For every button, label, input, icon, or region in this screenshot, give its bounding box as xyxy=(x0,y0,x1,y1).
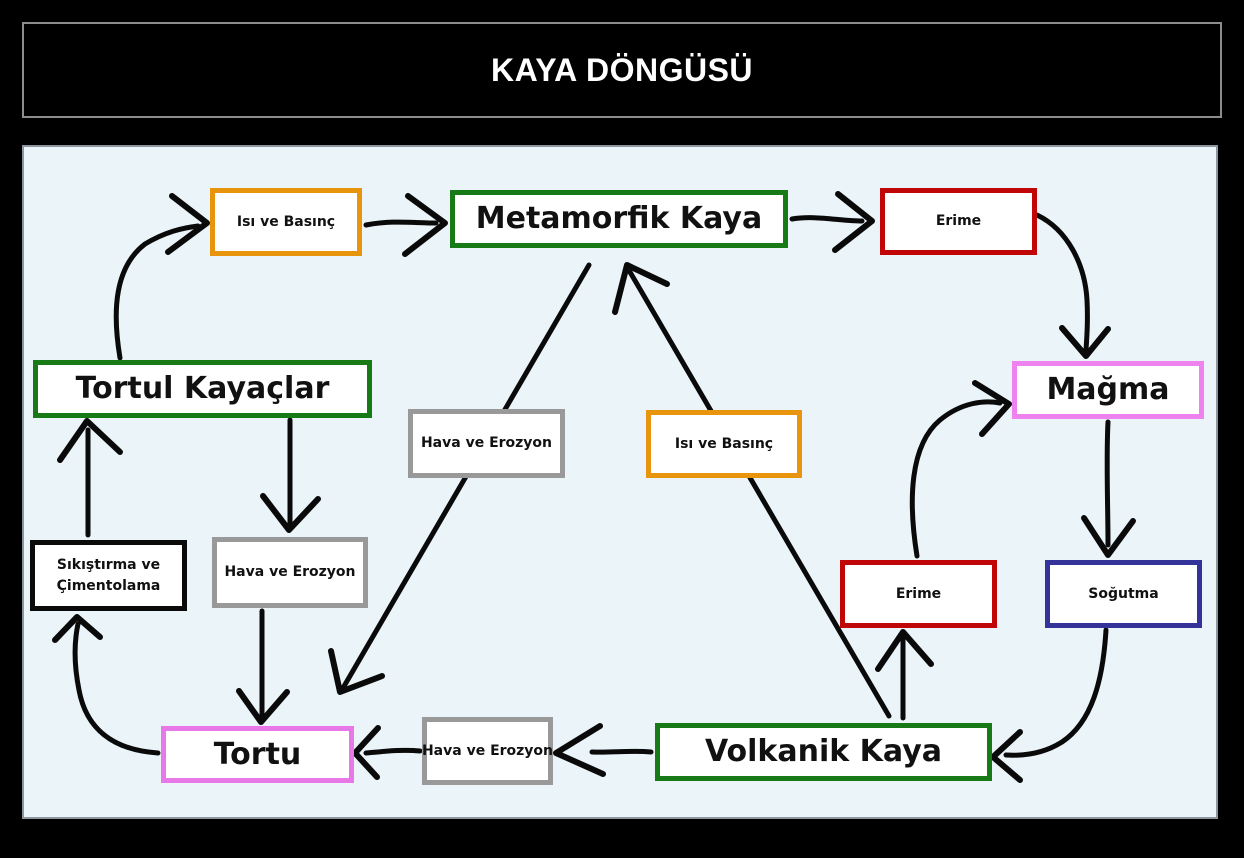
arrow-line-tortu-to-sikistirma xyxy=(72,621,161,756)
node-tortul-kayaclar: Tortul Kayaçlar xyxy=(33,360,372,418)
arrow-head-tortul-to-hava-left xyxy=(260,493,321,533)
node-label-hava-ve-erozyon-bottom: Hava ve Erozyon xyxy=(421,742,554,759)
arrow-magma-to-sogutma xyxy=(1081,419,1136,558)
node-sogutma: Soğutma xyxy=(1045,560,1202,628)
arrow-line-isi-basinc-1-to-metamorfik xyxy=(363,219,439,228)
node-label-magma: Mağma xyxy=(1046,372,1170,407)
arrow-hava-left-to-tortu xyxy=(236,608,290,725)
node-label-isi-ve-basinc-1: Isı ve Basınç xyxy=(236,213,336,230)
arrow-line-erime-1-to-magma xyxy=(1034,212,1090,353)
arrow-erime-1-to-magma xyxy=(1034,212,1111,359)
node-isi-ve-basinc-1: Isı ve Basınç xyxy=(210,188,362,256)
arrow-head-hava-bottom-to-tortu xyxy=(352,725,381,780)
node-label-volkanik-kaya: Volkanik Kaya xyxy=(704,734,943,769)
node-label-metamorfik-kaya: Metamorfik Kaya xyxy=(475,201,763,236)
arrow-head-volkanik-to-hava-bottom xyxy=(553,723,606,777)
arrow-head-volkanik-to-erime-2 xyxy=(875,629,934,672)
arrow-head-erime-1-to-magma xyxy=(1059,325,1111,359)
page-title: KAYA DÖNGÜSÜ xyxy=(490,51,754,88)
arrow-head-metamorfik-to-erime-1 xyxy=(832,191,875,253)
node-label-tortu: Tortu xyxy=(213,736,302,772)
arrow-erime-2-to-magma xyxy=(909,380,1012,559)
arrow-line-volkanik-to-hava-bottom xyxy=(589,748,654,755)
arrow-head-erime-2-to-magma xyxy=(972,380,1012,437)
node-label-erime-1: Erime xyxy=(935,213,982,230)
node-isi-ve-basinc-2: Isı ve Basınç xyxy=(646,410,802,478)
node-hava-ve-erozyon-bottom: Hava ve Erozyon xyxy=(422,717,553,785)
node-label-sogutma: Soğutma xyxy=(1088,585,1159,602)
node-label-hava-ve-erozyon-center: Hava ve Erozyon xyxy=(420,435,553,452)
node-label-erime-2: Erime xyxy=(895,585,942,602)
node-tortu: Tortu xyxy=(161,726,354,783)
arrow-head-magma-to-sogutma xyxy=(1081,515,1136,558)
node-label-sikistirma-ve-cimentolama: Sıkıştırma ve Çimentolama xyxy=(56,557,161,594)
arrow-hava-bottom-to-tortu xyxy=(352,725,423,780)
arrow-tortul-to-isi-basinc-1 xyxy=(113,193,210,361)
arrow-head-tortul-to-isi-basinc-1 xyxy=(165,193,210,255)
arrow-tortu-to-sikistirma xyxy=(52,614,161,756)
arrow-volkanik-to-metamorfik-via-isi-basinc-2 xyxy=(612,262,892,719)
title-bar: KAYA DÖNGÜSÜ xyxy=(22,22,1222,118)
arrow-line-magma-to-sogutma xyxy=(1104,419,1111,548)
arrow-line-metamorfik-to-erime-1 xyxy=(789,215,865,224)
node-erime-2: Erime xyxy=(840,560,997,628)
node-sikistirma-ve-cimentolama: Sıkıştırma ve Çimentolama xyxy=(30,540,187,611)
arrow-sikistirma-to-tortul xyxy=(57,418,123,538)
arrow-head-metamorfik-to-tortu-via-hava-center xyxy=(328,648,385,695)
node-label-hava-ve-erozyon-left: Hava ve Erozyon xyxy=(224,564,356,581)
arrow-head-sikistirma-to-tortul xyxy=(57,418,123,463)
arrow-head-isi-basinc-1-to-metamorfik xyxy=(402,193,448,257)
arrow-head-volkanik-to-metamorfik-via-isi-basinc-2 xyxy=(612,262,670,315)
node-hava-ve-erozyon-center: Hava ve Erozyon xyxy=(408,409,565,478)
arrow-sogutma-to-volkanik xyxy=(990,627,1109,783)
arrow-volkanik-to-erime-2 xyxy=(875,629,934,721)
arrow-head-sogutma-to-volkanik xyxy=(990,729,1023,783)
node-volkanik-kaya: Volkanik Kaya xyxy=(655,723,992,781)
arrow-head-hava-left-to-tortu xyxy=(236,688,290,725)
arrow-line-sogutma-to-volkanik xyxy=(1003,627,1109,758)
arrow-line-volkanik-to-metamorfik-via-isi-basinc-2 xyxy=(627,269,892,719)
arrow-line-erime-2-to-magma xyxy=(909,399,1003,559)
arrow-metamorfik-to-erime-1 xyxy=(789,191,875,253)
node-hava-ve-erozyon-left: Hava ve Erozyon xyxy=(212,537,368,608)
node-metamorfik-kaya: Metamorfik Kaya xyxy=(450,190,788,248)
arrow-tortul-to-hava-left xyxy=(260,417,321,533)
arrow-line-tortul-to-isi-basinc-1 xyxy=(113,223,201,361)
arrow-line-hava-bottom-to-tortu xyxy=(363,747,423,756)
node-erime-1: Erime xyxy=(880,188,1037,255)
node-label-isi-ve-basinc-2: Isı ve Basınç xyxy=(674,435,774,452)
arrow-head-tortu-to-sikistirma xyxy=(52,614,103,643)
arrow-isi-basinc-1-to-metamorfik xyxy=(363,193,448,257)
node-label-tortul-kayaclar: Tortul Kayaçlar xyxy=(75,371,330,406)
node-magma: Mağma xyxy=(1012,361,1204,419)
arrow-volkanik-to-hava-bottom xyxy=(553,723,654,777)
